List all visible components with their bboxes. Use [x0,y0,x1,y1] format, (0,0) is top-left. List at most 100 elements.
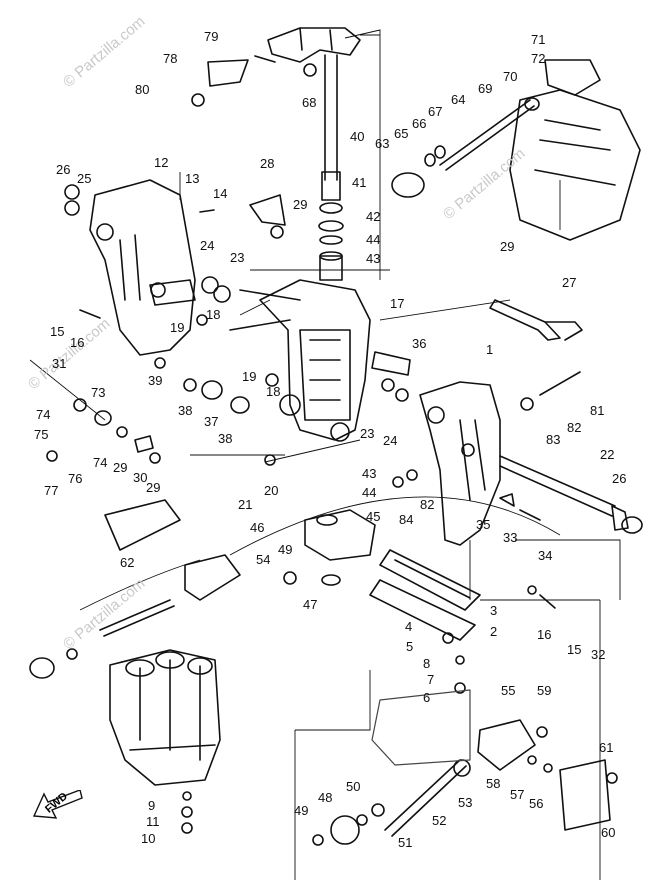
callout-25: 25 [77,171,92,186]
steering-arm-46 [304,509,376,586]
callout-24: 24 [200,238,215,253]
callout-34: 34 [538,548,553,563]
callout-30: 30 [133,470,148,485]
callout-59: 59 [537,683,552,698]
callout-47: 47 [303,597,318,612]
callout-66: 66 [412,116,427,131]
callout-6: 6 [423,690,431,705]
callout-7: 7 [427,672,435,687]
callout-13: 13 [185,171,200,186]
callout-15: 15 [567,642,582,657]
callout-77: 77 [44,483,59,498]
upper-mount-housing [509,59,641,241]
callout-31: 31 [52,356,67,371]
callout-5: 5 [406,639,414,654]
callout-37: 37 [204,414,219,429]
callout-64: 64 [451,92,466,107]
forward-arrow-icon: FWD [30,789,84,820]
callout-33: 33 [503,530,518,545]
callout-65: 65 [394,126,409,141]
callout-79: 79 [204,29,219,44]
callout-3: 3 [490,603,498,618]
callout-74: 74 [93,455,108,470]
callout-44: 44 [366,232,381,247]
callout-48: 48 [318,790,333,805]
tilt-lever [489,299,583,341]
callout-54: 54 [256,552,271,567]
callout-16: 16 [537,627,552,642]
callout-29: 29 [293,197,308,212]
callout-38: 38 [218,431,233,446]
callout-51: 51 [398,835,413,850]
callout-55: 55 [501,683,516,698]
callout-72: 72 [531,51,546,66]
left-lower-mount [29,499,241,679]
callout-32: 32 [591,647,606,662]
bolt-81 [539,371,581,396]
callout-26: 26 [612,471,627,486]
callout-26: 26 [56,162,71,177]
callout-35: 35 [476,517,491,532]
callout-23: 23 [360,426,375,441]
left-clamp-bracket [89,179,196,356]
callout-15: 15 [50,324,65,339]
small-hardware-left [46,184,286,464]
callout-73: 73 [91,385,106,400]
leader-lines [29,29,621,880]
small-hardware-right [181,351,618,846]
callout-4: 4 [405,619,413,634]
callout-53: 53 [458,795,473,810]
right-clamp-bracket [419,381,501,546]
callout-74: 74 [36,407,51,422]
callout-56: 56 [529,796,544,811]
callout-69: 69 [478,81,493,96]
callout-49: 49 [294,803,309,818]
callout-8: 8 [423,656,431,671]
callout-62: 62 [120,555,135,570]
callout-29: 29 [146,480,161,495]
callout-40: 40 [350,129,365,144]
callout-83: 83 [546,432,561,447]
trim-rod-64 [391,97,540,198]
callout-58: 58 [486,776,501,791]
callout-82: 82 [420,497,435,512]
callout-46: 46 [250,520,265,535]
callout-38: 38 [178,403,193,418]
callout-78: 78 [163,51,178,66]
steering-bracket-part [191,27,361,201]
callout-76: 76 [68,471,83,486]
callout-27: 27 [562,275,577,290]
swivel-bracket-part [229,279,371,442]
callout-21: 21 [238,497,253,512]
callout-61: 61 [599,740,614,755]
callout-14: 14 [213,186,228,201]
anode-plates [369,549,481,641]
callout-49: 49 [278,542,293,557]
callout-67: 67 [428,104,443,119]
callout-2: 2 [490,624,498,639]
callout-20: 20 [264,483,279,498]
through-tube [499,455,643,534]
callout-36: 36 [412,336,427,351]
callout-9: 9 [148,798,156,813]
callout-18: 18 [266,384,281,399]
callout-10: 10 [141,831,156,846]
callout-19: 19 [170,320,185,335]
callout-68: 68 [302,95,317,110]
callout-39: 39 [148,373,163,388]
callout-18: 18 [206,307,221,322]
callout-1: 1 [486,342,494,357]
callout-29: 29 [113,460,128,475]
callout-45: 45 [366,509,381,524]
callout-11: 11 [146,814,160,829]
lower-mount-assembly [330,719,611,845]
shaft-bushings [318,202,344,281]
callout-50: 50 [346,779,361,794]
callout-71: 71 [531,32,546,47]
callout-43: 43 [362,466,377,481]
callout-43: 43 [366,251,381,266]
tilt-trim-unit [109,649,221,786]
callout-22: 22 [600,447,615,462]
